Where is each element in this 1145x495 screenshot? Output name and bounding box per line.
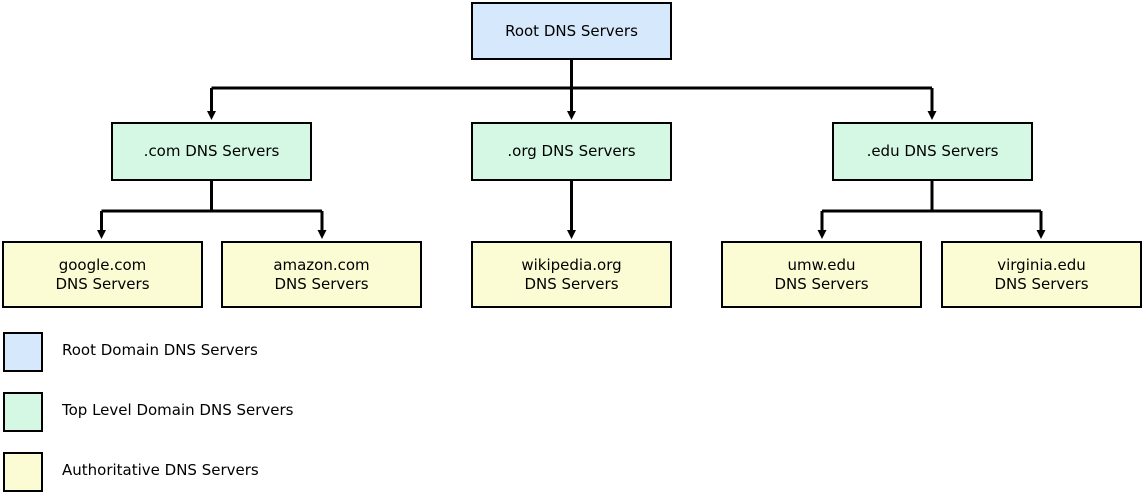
node-tld-org-label: .org DNS Servers bbox=[507, 142, 636, 160]
legend-swatch-authoritative bbox=[3, 452, 43, 492]
node-tld-org[interactable]: .org DNS Servers bbox=[471, 122, 672, 181]
node-auth-virginia-label: virginia.edu DNS Servers bbox=[994, 255, 1089, 293]
node-auth-wikipedia[interactable]: wikipedia.org DNS Servers bbox=[471, 241, 672, 308]
node-auth-umw-label: umw.edu DNS Servers bbox=[774, 255, 869, 293]
node-auth-umw[interactable]: umw.edu DNS Servers bbox=[721, 241, 922, 308]
legend-swatch-tld bbox=[3, 392, 43, 432]
node-tld-com[interactable]: .com DNS Servers bbox=[111, 122, 312, 181]
legend-label-authoritative: Authoritative DNS Servers bbox=[62, 461, 259, 479]
legend-swatch-root bbox=[3, 332, 43, 372]
node-auth-amazon-label: amazon.com DNS Servers bbox=[273, 255, 370, 293]
node-tld-com-label: .com DNS Servers bbox=[143, 142, 280, 160]
node-auth-google[interactable]: google.com DNS Servers bbox=[2, 241, 203, 308]
node-tld-edu[interactable]: .edu DNS Servers bbox=[832, 122, 1033, 181]
node-tld-edu-label: .edu DNS Servers bbox=[866, 142, 999, 160]
node-auth-amazon[interactable]: amazon.com DNS Servers bbox=[221, 241, 422, 308]
node-auth-virginia[interactable]: virginia.edu DNS Servers bbox=[941, 241, 1142, 308]
node-root-label: Root DNS Servers bbox=[505, 21, 638, 40]
node-auth-google-label: google.com DNS Servers bbox=[55, 255, 150, 293]
node-auth-wikipedia-label: wikipedia.org DNS Servers bbox=[521, 255, 622, 293]
legend-label-root: Root Domain DNS Servers bbox=[62, 341, 258, 359]
node-root-dns-servers[interactable]: Root DNS Servers bbox=[471, 2, 672, 60]
legend-label-tld: Top Level Domain DNS Servers bbox=[62, 401, 294, 419]
